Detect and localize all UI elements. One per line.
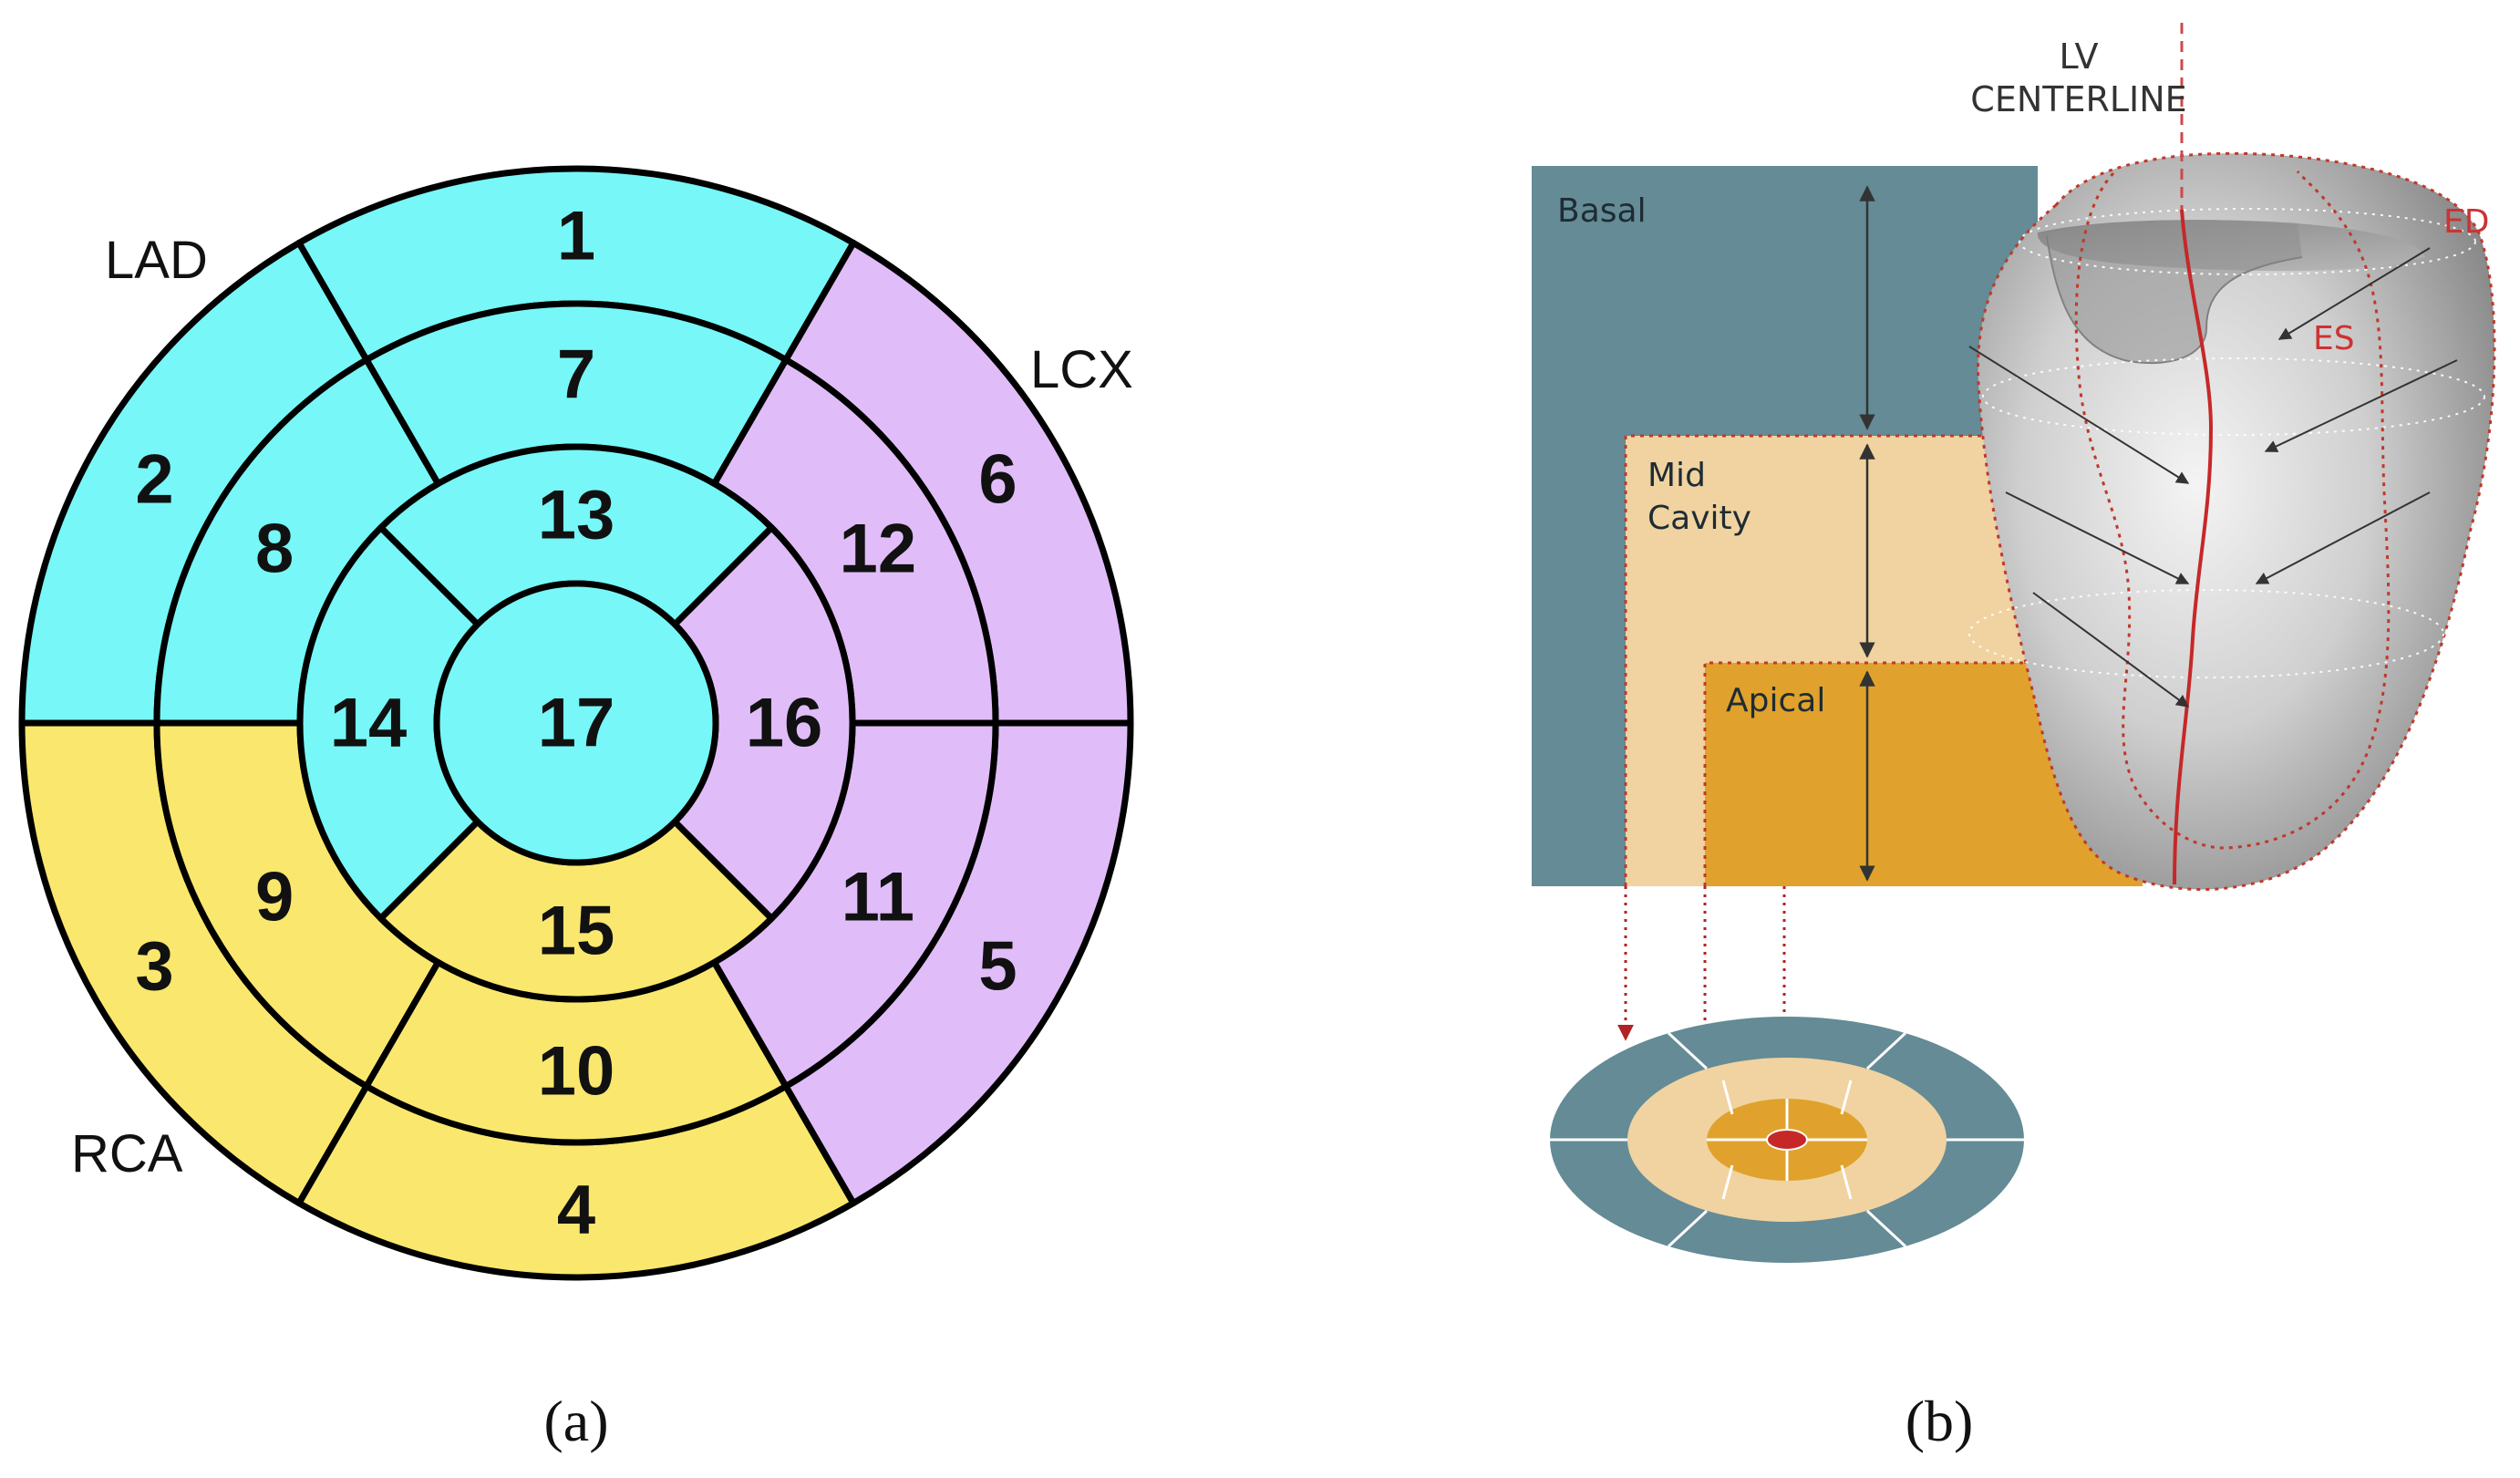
arrow-ed-left-2: [2005, 491, 2190, 584]
apical-label: Apical: [1726, 682, 1825, 719]
basal-label: Basal: [1557, 192, 1647, 230]
arrow-ed-left-3: [2032, 592, 2190, 708]
segment-label-6: 6: [978, 441, 1017, 519]
segment-label-17: 17: [538, 685, 615, 762]
panel-b-label: (b): [1905, 1389, 1974, 1453]
level-ring-apical: [1968, 589, 2444, 678]
panel-a-label: (a): [543, 1389, 608, 1453]
segment-label-11: 11: [842, 859, 914, 936]
apical-dotted-border: [1703, 661, 2097, 886]
ed-label: ED: [2443, 203, 2489, 241]
segment-label-16: 16: [746, 685, 823, 762]
arrow-ed-right-1: [2277, 247, 2431, 340]
lv-inner-shadow: [2047, 220, 2302, 364]
centerline-label-line1: LV: [2060, 36, 2099, 77]
segment-17: [433, 580, 719, 866]
segment-label-12: 12: [840, 511, 917, 588]
segment-label-9: 9: [255, 859, 294, 936]
segment-label-13: 13: [538, 477, 615, 554]
level-ring-mid: [1982, 357, 2485, 436]
mid-label-line1: Mid: [1647, 457, 1706, 494]
mid-label-line2: Cavity: [1647, 500, 1751, 537]
segment-label-1: 1: [557, 198, 595, 275]
arrow-ed-right-2: [2264, 359, 2458, 452]
segment-label-3: 3: [135, 928, 173, 1006]
segment-label-8: 8: [255, 511, 294, 588]
arrow-ed-right-3: [2255, 491, 2431, 584]
bullseye-plot: [18, 165, 1134, 1281]
es-contour: [2074, 171, 2391, 850]
lv-regions-diagram: Basal Mid Cavity Apical LV CENTERLINE ED…: [1532, 23, 2496, 1263]
level-ring-base: [2019, 208, 2476, 275]
mini-apex: [1766, 1129, 1808, 1151]
centerline-label-line2: CENTERLINE: [1970, 79, 2186, 119]
arrow-ed-left-1: [1968, 346, 2190, 484]
artery-label-lad: LAD: [105, 231, 208, 290]
segment-label-15: 15: [538, 893, 615, 970]
es-label: ES: [2313, 320, 2355, 357]
segment-label-2: 2: [135, 441, 173, 519]
segment-label-10: 10: [538, 1033, 615, 1111]
artery-label-lcx: LCX: [1030, 340, 1133, 399]
lv-centerline-curve: [2173, 209, 2214, 885]
segment-label-4: 4: [557, 1172, 595, 1249]
segment-label-5: 5: [978, 928, 1017, 1006]
artery-label-rca: RCA: [71, 1124, 183, 1183]
segment-label-14: 14: [330, 685, 408, 762]
mid-cavity-dotted-border: [1624, 434, 2060, 886]
mini-bullseye: [1550, 1017, 2024, 1263]
segment-label-7: 7: [557, 336, 595, 414]
